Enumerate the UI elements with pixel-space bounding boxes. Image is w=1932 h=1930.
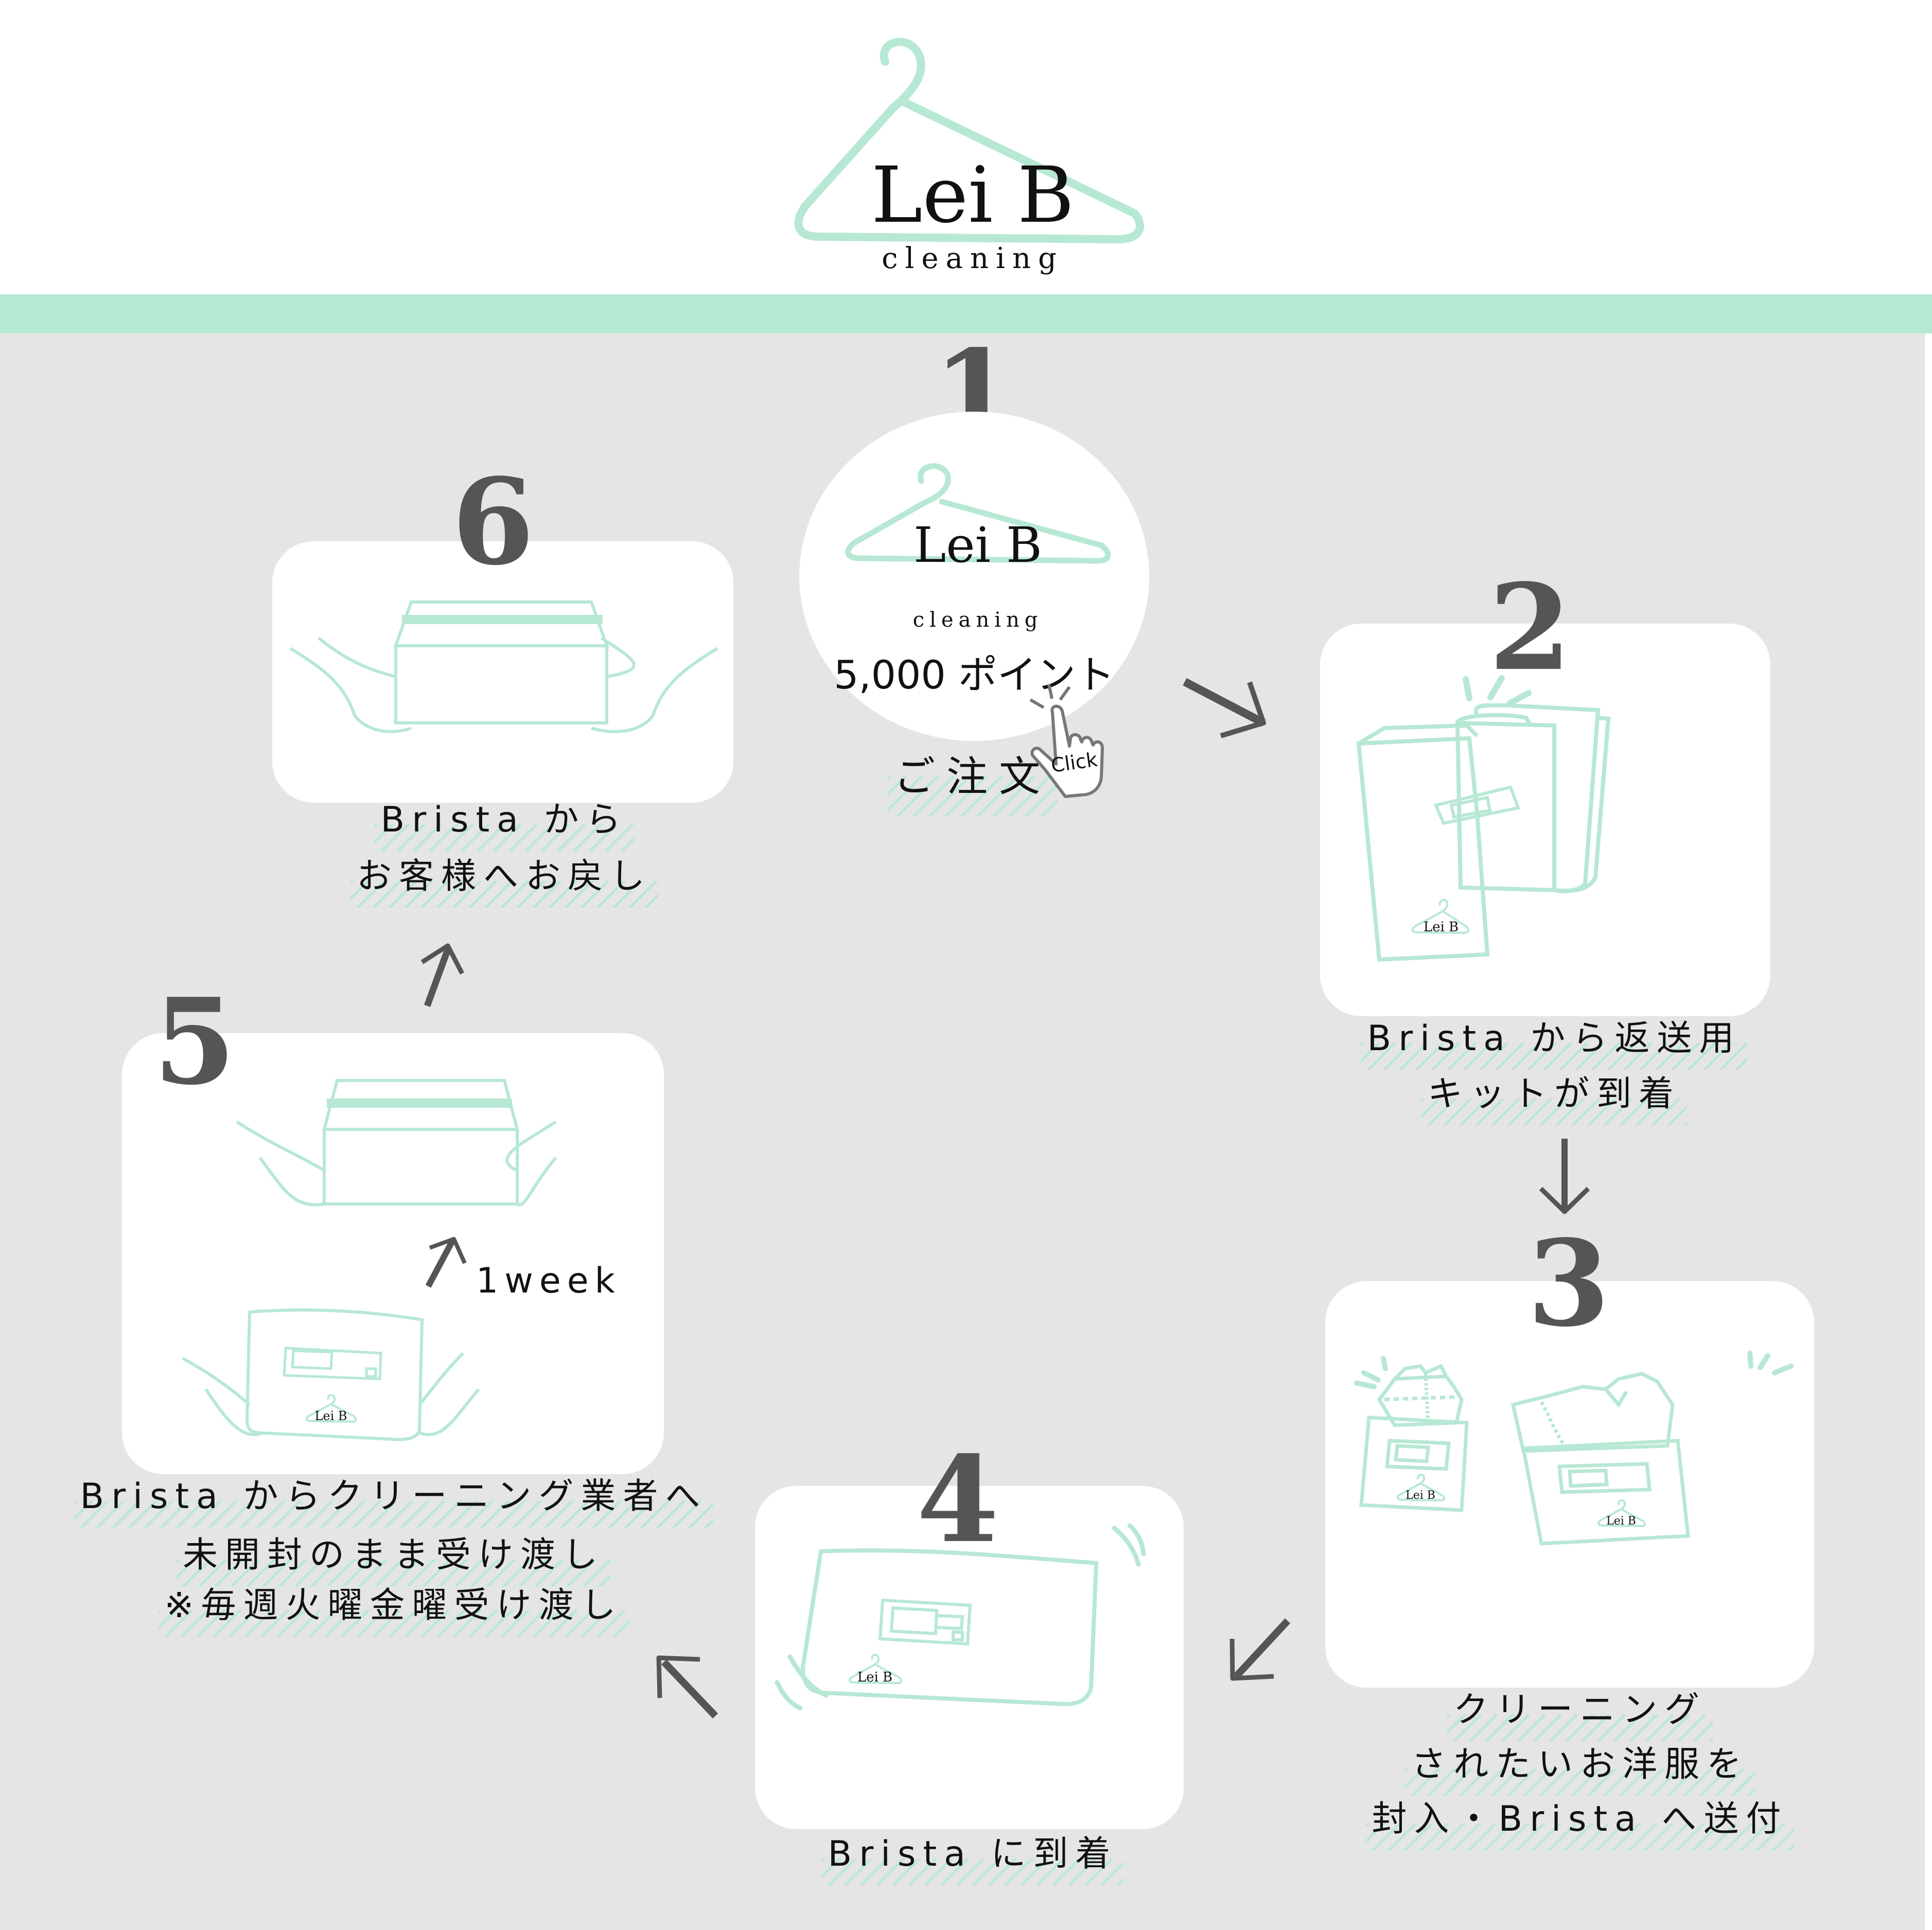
hanger-logo-icon xyxy=(794,38,1144,244)
arrow-step4-to-step5 xyxy=(656,1655,718,1719)
brand-logo: Lei B cleaning xyxy=(787,36,1158,278)
mini-brand-name: Lei B xyxy=(1424,919,1459,935)
mini-brand-name: Lei B xyxy=(1406,1489,1435,1502)
accent-band xyxy=(0,294,1932,333)
hanger-logo-icon xyxy=(845,463,1111,564)
caption-line: 未開封のまま受け渡し xyxy=(176,1538,611,1586)
hands-holding-box-icon xyxy=(289,600,718,733)
step-3-number: 3 xyxy=(1527,1214,1610,1353)
brand-name: Lei B xyxy=(871,151,1075,240)
step-3-caption: クリーニング されたいお洋服を 封入・Brista へ送付 xyxy=(1328,1693,1832,1850)
step-6-card[interactable] xyxy=(272,541,733,803)
shipping-label-icon xyxy=(1433,785,1521,825)
arrow-step5-to-step6 xyxy=(420,943,464,1007)
packed-box-icon xyxy=(1359,1415,1469,1512)
hanger-logo-icon: Lei B xyxy=(305,1394,357,1423)
mini-brand-name: Lei B xyxy=(314,1409,347,1423)
mini-brand-name: Lei B xyxy=(1606,1515,1636,1528)
shipping-bag-icon xyxy=(1455,703,1611,893)
step-6-number: 6 xyxy=(451,453,535,592)
step-5-illustration: Lei B xyxy=(182,1079,557,1441)
mini-brand-name: Lei B xyxy=(857,1670,892,1685)
step-1-caption: ご注文 xyxy=(885,743,1060,817)
caption-line: Brista に到着 xyxy=(821,1837,1124,1885)
hanger-logo-icon: Lei B xyxy=(1597,1499,1646,1528)
step-5-number: 5 xyxy=(153,972,236,1111)
caption-line: クリーニング xyxy=(1447,1693,1713,1741)
step-1-brand-tagline: cleaning xyxy=(912,608,1043,632)
step-6-illustration xyxy=(289,600,718,733)
caption-line: されたいお洋服を xyxy=(1404,1747,1755,1796)
shipping-label-icon xyxy=(878,1598,972,1646)
step-2-card[interactable] xyxy=(1320,624,1770,1016)
header xyxy=(0,0,1932,294)
arrow-up-right-icon xyxy=(425,1237,467,1288)
caption-line: ※毎週火曜金曜受け渡し xyxy=(158,1588,629,1637)
caption-line: Brista から返送用 xyxy=(1361,1021,1748,1070)
arrow-step3-to-step4 xyxy=(1230,1618,1291,1681)
arrow-step2-to-step3 xyxy=(1539,1139,1590,1214)
down-vest-icon xyxy=(1377,1364,1464,1427)
hanger-logo-icon: Lei B xyxy=(1411,899,1469,935)
caption-line: Brista から xyxy=(374,803,635,851)
step-1-brand-name: Lei B xyxy=(914,517,1042,574)
duration-label: 1week xyxy=(476,1261,621,1301)
sparkle-icon xyxy=(1354,1351,1794,1389)
step-6-caption: Brista から お客様へお戻し xyxy=(309,803,700,908)
hands-holding-package-icon xyxy=(182,1308,480,1441)
step-4-card[interactable] xyxy=(755,1486,1184,1829)
step-2-illustration: Lei B xyxy=(1356,675,1611,962)
shipping-label-icon xyxy=(283,1347,382,1380)
hanger-logo-icon: Lei B xyxy=(848,1654,903,1685)
hanger-logo-icon: Lei B xyxy=(1396,1474,1446,1502)
shirt-sweater-jacket-icon xyxy=(1511,1372,1675,1453)
step-2-caption: Brista から返送用 キットが到着 xyxy=(1307,1021,1801,1125)
packed-box-icon xyxy=(1521,1439,1690,1546)
step-2-number: 2 xyxy=(1488,558,1572,697)
step-4-caption: Brista に到着 xyxy=(793,1837,1153,1885)
brand-tagline: cleaning xyxy=(882,242,1064,275)
step-5-caption: Brista からクリーニング業者へ 未開封のまま受け渡し ※毎週火曜金曜受け渡… xyxy=(51,1479,736,1637)
step-4-number: 4 xyxy=(916,1430,999,1569)
envelope-icon xyxy=(1356,723,1490,962)
caption-line: Brista からクリーニング業者へ xyxy=(74,1479,714,1528)
step-1-circle[interactable] xyxy=(799,412,1149,741)
caption-line: 封入・Brista へ送付 xyxy=(1365,1802,1795,1850)
caption-line: キットが到着 xyxy=(1421,1077,1687,1125)
step-1-logo: Lei B cleaning xyxy=(844,461,1112,635)
step-4-illustration: Lei B xyxy=(775,1523,1146,1711)
step-3-illustration: Lei B Lei B xyxy=(1354,1351,1794,1546)
caption-line: ご注文 xyxy=(888,743,1058,817)
click-cursor[interactable]: Click xyxy=(1024,679,1117,798)
hands-holding-box-icon xyxy=(236,1079,557,1207)
arrow-step1-to-step2 xyxy=(1183,678,1266,738)
pointing-hand-cursor-icon xyxy=(1029,684,1104,798)
package-arrival-icon xyxy=(800,1548,1099,1707)
caption-line: お客様へお戻し xyxy=(350,859,658,908)
sparkle-icon xyxy=(1463,675,1532,706)
